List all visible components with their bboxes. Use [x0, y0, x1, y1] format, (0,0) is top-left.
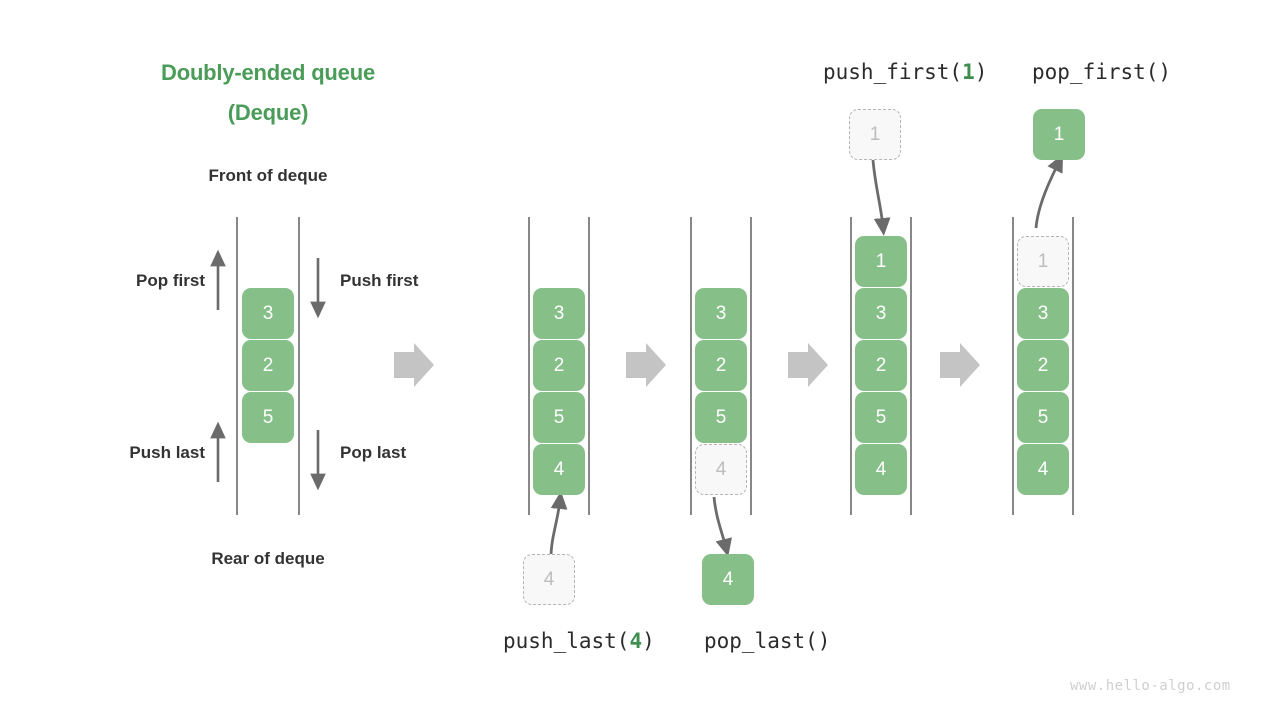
pop-first-flow-arrow: [1034, 153, 1064, 229]
panel2-cell: 5: [533, 392, 585, 443]
push-first-label: Push first: [340, 271, 419, 290]
pop-first-outgoing-cell: 1: [1033, 109, 1085, 160]
panel4-rails: [850, 217, 912, 515]
panel3-rails: [690, 217, 752, 515]
push-first-incoming-cell: 1: [849, 109, 901, 160]
rear-of-deque-label: Rear of deque: [211, 549, 325, 568]
push-last-operation-label: push_last(4): [503, 629, 655, 653]
step-arrow-2: [626, 343, 666, 387]
panel5-ghost-cell: 1: [1017, 236, 1069, 287]
panel4-cell: 2: [855, 340, 907, 391]
pop-first-fn-name: pop_first(): [1032, 60, 1172, 84]
panel3-ghost-cell: 4: [695, 444, 747, 495]
pop-last-fn-name: pop_last(): [704, 629, 831, 653]
pop-last-label: Pop last: [340, 443, 407, 462]
front-of-deque-label: Front of deque: [208, 166, 328, 185]
panel5-rails: [1012, 217, 1074, 515]
panel3-cell: 2: [695, 340, 747, 391]
pop-first-label: Pop first: [136, 271, 205, 290]
overview-cell: 5: [242, 392, 294, 443]
panel4-cell: 4: [855, 444, 907, 495]
pop-first-operation-label: pop_first(): [1032, 60, 1171, 84]
panel4-cell: 1: [855, 236, 907, 287]
panel4-cell: 3: [855, 288, 907, 339]
push-last-flow-arrow: [549, 491, 568, 558]
step-arrow-1: [394, 343, 434, 387]
push-first-paren-close: ): [974, 60, 988, 84]
panel2-cell: 4: [533, 444, 585, 495]
panel5-cell: 4: [1017, 444, 1069, 495]
overview-rails: [236, 217, 300, 515]
push-last-arg: 4: [629, 629, 643, 653]
diagram-title-line1: Doubly-ended queue: [161, 60, 375, 85]
overview-cell: 2: [242, 340, 294, 391]
panel2-cell: 2: [533, 340, 585, 391]
panel5-cell: 5: [1017, 392, 1069, 443]
pop-last-outgoing-cell: 4: [702, 554, 754, 605]
overview-cell: 3: [242, 288, 294, 339]
panel5-cell: 2: [1017, 340, 1069, 391]
push-first-flow-arrow: [871, 159, 891, 236]
step-arrow-4: [940, 343, 980, 387]
push-last-incoming-cell: 4: [523, 554, 575, 605]
pop-last-operation-label: pop_last(): [704, 629, 830, 653]
step-arrow-3: [788, 343, 828, 387]
panel2-rails: [528, 217, 590, 515]
push-last-label: Push last: [129, 443, 205, 462]
push-last-paren-close: ): [642, 629, 655, 653]
push-first-arg: 1: [962, 60, 975, 84]
panel4-cell: 5: [855, 392, 907, 443]
panel2-cell: 3: [533, 288, 585, 339]
push-first-operation-label: push_first(1): [823, 60, 987, 84]
site-watermark: www.hello-algo.com: [1070, 678, 1231, 694]
push-first-fn-name: push_first(: [823, 60, 963, 84]
push-last-fn-name: push_last(: [503, 629, 630, 653]
panel3-cell: 5: [695, 392, 747, 443]
diagram-title-line2: (Deque): [227, 100, 309, 125]
pop-last-flow-arrow: [712, 496, 732, 557]
panel3-cell: 3: [695, 288, 747, 339]
panel5-cell: 3: [1017, 288, 1069, 339]
